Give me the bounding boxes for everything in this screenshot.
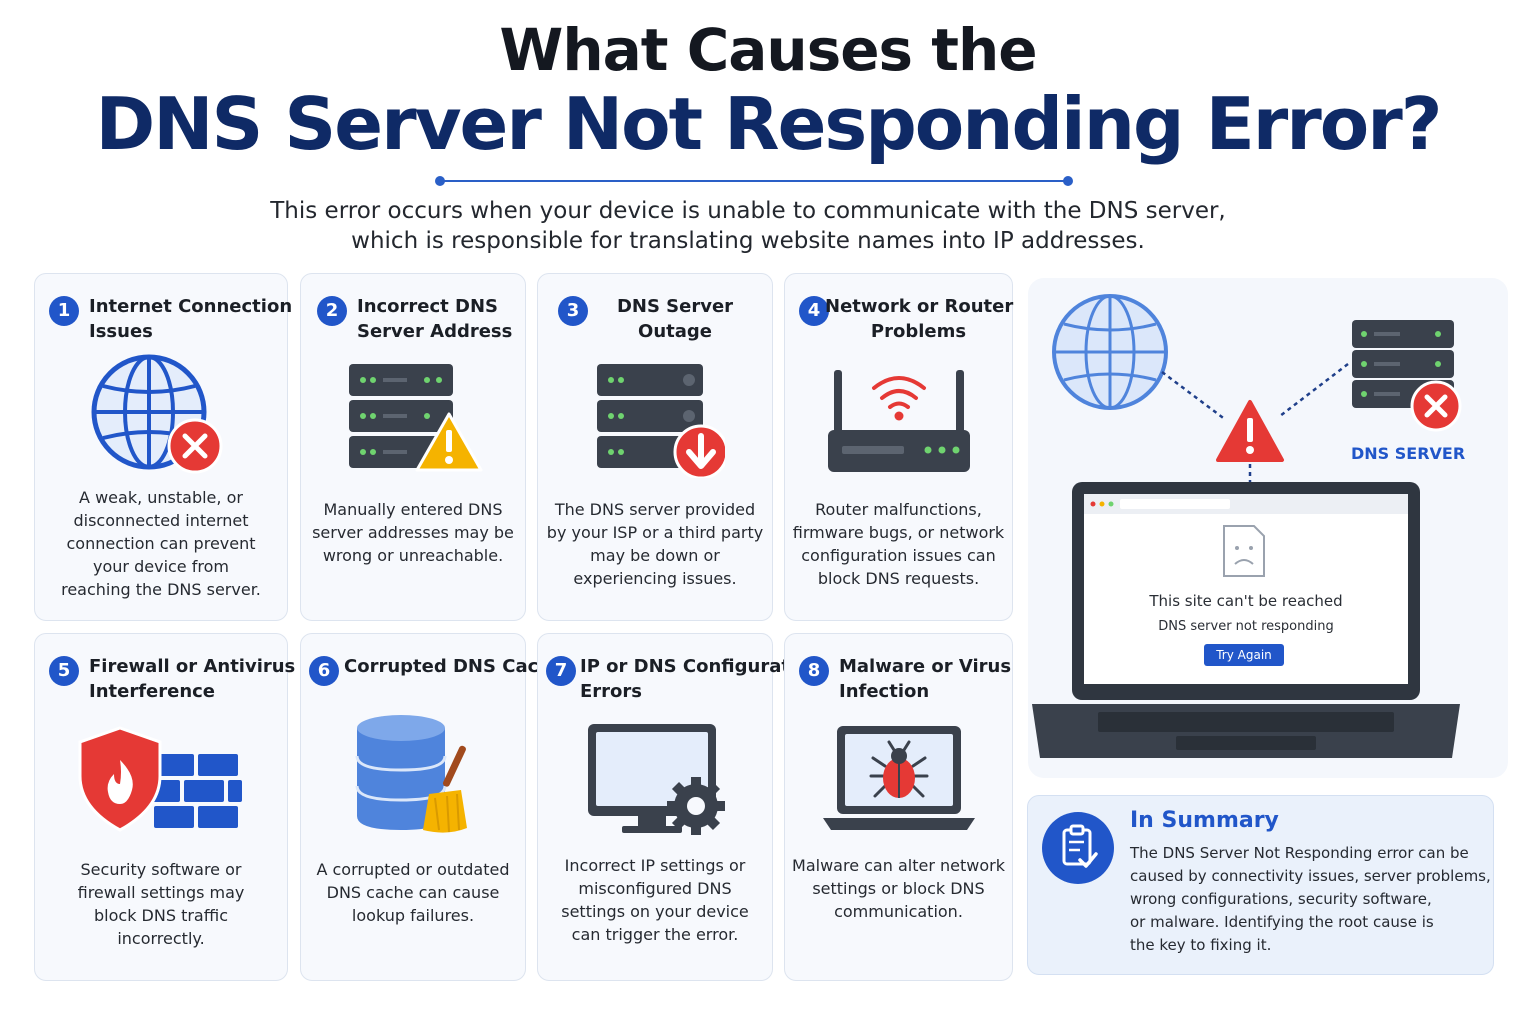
cause-number: 5 [49,656,79,686]
summary-title: In Summary [1130,808,1279,833]
server-warning-icon [301,362,525,478]
server-icon [1352,320,1462,432]
cause-card-6: 6 Corrupted DNS Cache A corrupted or out… [300,633,564,981]
broken-page-icon [1223,525,1265,577]
dns-failure-illustration: DNS SERVER This site can't be reached DN… [1028,278,1508,778]
laptop-bug-icon [785,724,1012,834]
router-icon [785,366,1012,476]
firewall-shield-icon [35,724,287,836]
browser-screen: This site can't be reached DNS server no… [1084,496,1408,686]
monitor-gear-icon [538,722,772,838]
globe-x-icon [35,354,287,476]
cause-number: 7 [546,656,576,686]
title-line-1: What Causes the [499,16,1037,84]
try-again-button[interactable]: Try Again [1204,644,1284,666]
dns-server-label: DNS SERVER [1351,444,1466,463]
warning-icon [1216,400,1284,462]
cause-title: Corrupted DNS Cache [344,656,564,677]
cause-number: 3 [558,296,588,326]
cause-number: 1 [49,296,79,326]
summary-text: The DNS Server Not Responding error can … [1130,844,1491,954]
cause-number: 8 [799,656,829,686]
globe-icon [1052,294,1168,410]
database-broom-icon [301,712,525,838]
clipboard-check-icon [1040,810,1116,890]
title-line-2: DNS Server Not Responding Error? [95,82,1442,166]
summary-panel: In Summary The DNS Server Not Responding… [1027,795,1494,975]
title-divider [435,176,1073,186]
subtitle-line-1: This error occurs when your device is un… [270,198,1226,224]
cause-description: Router malfunctions,firmware bugs, or ne… [792,500,1005,588]
subtitle-line-2: which is responsible for translating web… [351,228,1145,254]
error-message: This site can't be reached [1149,592,1343,610]
server-down-icon [538,362,772,478]
cause-number: 4 [799,296,829,326]
error-detail: DNS server not responding [1158,619,1334,634]
cause-number: 6 [309,656,339,686]
cause-number: 2 [317,296,347,326]
subtitle: This error occurs when your device is un… [0,196,1496,256]
